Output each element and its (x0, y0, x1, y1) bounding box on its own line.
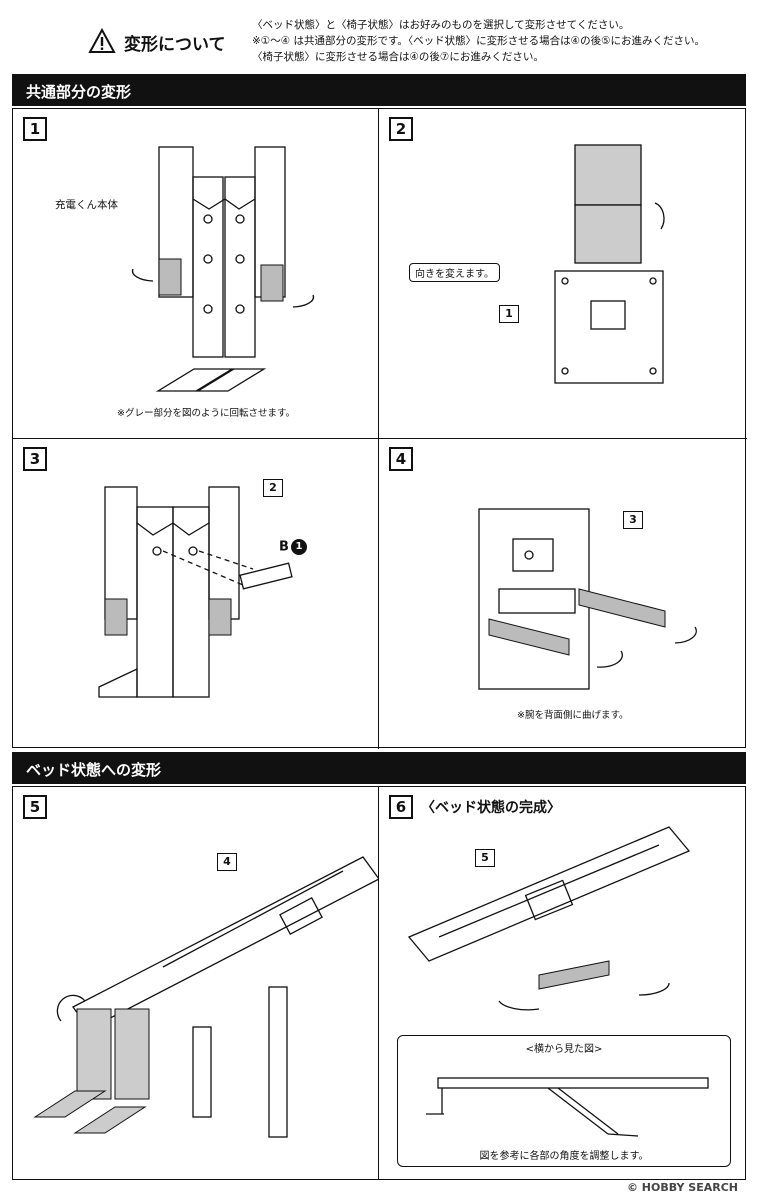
part-number: 1 (290, 539, 307, 555)
note-line: 〈椅子状態〉に変形させる場合は④の後⑦にお進みください。 (252, 51, 544, 63)
side-view-title: <横から見た図> (525, 1044, 603, 1055)
step-2-panel: 2 向きを変えます。 1 (379, 109, 747, 439)
warning-icon (88, 28, 116, 53)
instruction-header: 変形について 〈ベッド状態〉と〈椅子状態〉はお好みのものを選択して変形させてくだ… (12, 12, 746, 70)
section-bed: ベッド状態への変形 (12, 752, 746, 784)
turn-label: 向きを変えます。 (409, 263, 500, 282)
step-5-panel: 5 4 (13, 787, 379, 1179)
side-view-box: <横から見た図> 図を参考に各部の角度を調整します。 (397, 1035, 731, 1167)
step-number: 6 (389, 795, 413, 819)
bed-steps-grid: 5 4 6 〈ベッド状態の完成〉 (12, 786, 746, 1180)
watermark: © HOBBY SEARCH (626, 1181, 738, 1194)
header-title: 変形について (124, 35, 226, 55)
step-4-panel: 4 3 ※腕を背面側に曲げます。 (379, 439, 747, 749)
step-4-caption: ※腕を背面側に曲げます。 (517, 710, 629, 721)
step-6-illustration (407, 826, 691, 1011)
step-6-panel: 6 〈ベッド状態の完成〉 5 <横から見た図> (379, 787, 747, 1179)
step-1-illustration (131, 146, 315, 392)
step-2-illustration (554, 144, 665, 384)
step-number: 1 (23, 117, 47, 141)
ref-step: 4 (217, 853, 237, 871)
step-number: 2 (389, 117, 413, 141)
body-label: 充電くん本体 (55, 199, 118, 211)
step-number: 5 (23, 795, 47, 819)
step-number: 4 (389, 447, 413, 471)
header-notes: 〈ベッド状態〉と〈椅子状態〉はお好みのものを選択して変形させてください。 ※①〜… (252, 17, 705, 65)
step-number: 3 (23, 447, 47, 471)
ref-step: 3 (623, 511, 643, 529)
step-3-illustration (98, 486, 293, 698)
section-common: 共通部分の変形 (12, 74, 746, 106)
ref-step: 1 (499, 305, 519, 323)
step-4-illustration (478, 508, 697, 690)
side-view-illustration (426, 1077, 709, 1137)
step-6-title: 〈ベッド状態の完成〉 (421, 800, 561, 816)
side-view-caption: 図を参考に各部の角度を調整します。 (479, 1151, 649, 1162)
step-1-panel: 1 充電くん本体 ※グレー部分を図のように回転させます。 (13, 109, 379, 439)
step-1-caption: ※グレー部分を図のように回転させます。 (117, 408, 296, 419)
step-5-illustration (33, 856, 379, 1138)
part-letter: B (279, 539, 289, 555)
note-line: ※①〜④ は共通部分の変形です。〈ベッド状態〉に変形させる場合は④の後⑤にお進み… (252, 35, 705, 47)
note-line: 〈ベッド状態〉と〈椅子状態〉はお好みのものを選択して変形させてください。 (252, 19, 630, 31)
common-steps-grid: 1 充電くん本体 ※グレー部分を図のように回転させます。 (12, 108, 747, 749)
ref-step: 5 (475, 849, 495, 867)
ref-step: 2 (263, 479, 283, 497)
